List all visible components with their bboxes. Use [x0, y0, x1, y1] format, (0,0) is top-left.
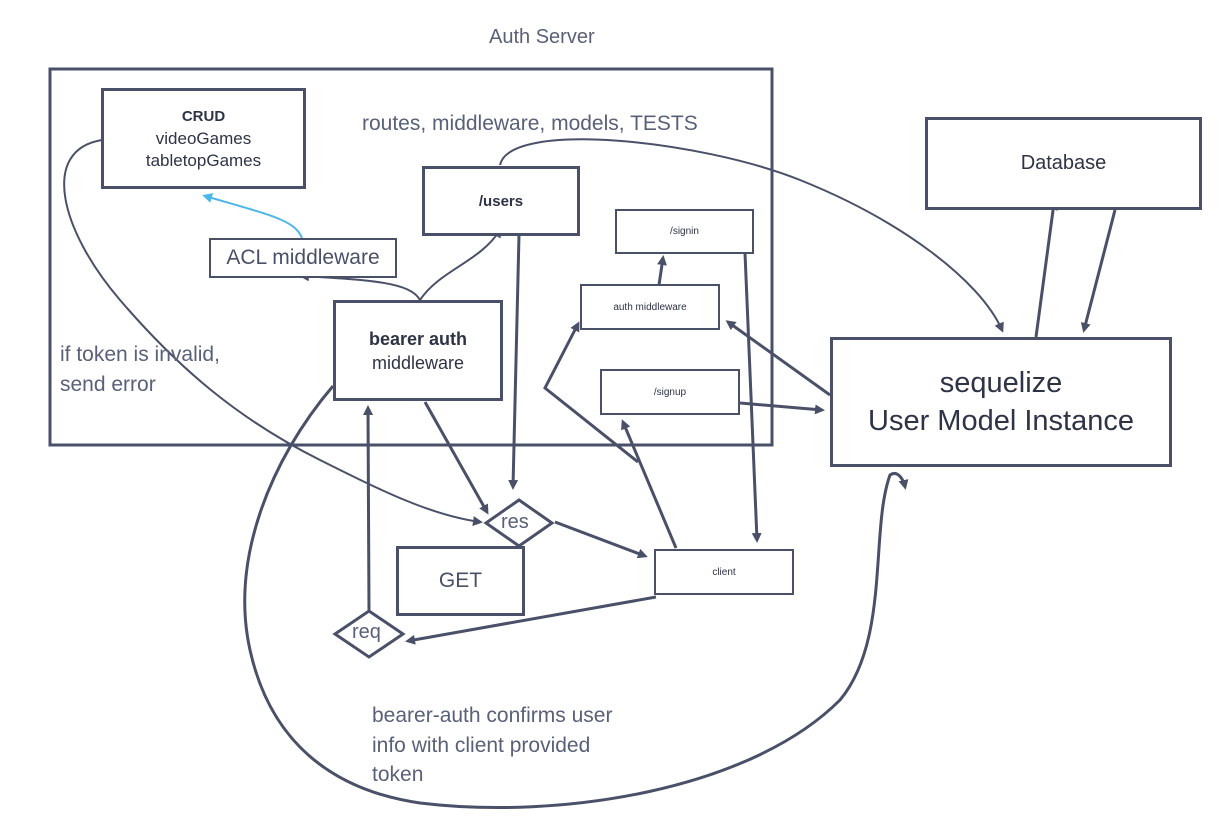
res-to-client-arrow [554, 520, 648, 559]
bearer-note-line3: token [372, 763, 424, 786]
bearer-to-users-arrow [419, 227, 502, 301]
crud-heading: CRUD [181, 107, 226, 125]
server-subtitle: routes, middleware, models, TESTS [362, 112, 698, 135]
token-invalid-note-line2: send error [60, 373, 156, 396]
sequelize-box: sequelize User Model Instance [830, 337, 1172, 467]
auth-middleware-box: auth middleware [580, 284, 720, 330]
req-diamond [332, 609, 406, 659]
database-to-sequelize-arrow [1080, 209, 1117, 333]
req-label: req [352, 621, 381, 643]
client-label: client [712, 566, 736, 578]
signin-route-box: /signin [615, 209, 754, 254]
bearer-note-line2: info with client provided [372, 734, 591, 757]
req-to-bearer-arrow [363, 405, 374, 612]
bearer-auth-heading: bearer auth [368, 328, 468, 349]
crud-to-res-arrow [63, 139, 483, 526]
crud-tabletop-games: tabletopGames [145, 150, 262, 170]
res-label: res [501, 511, 529, 533]
get-box: GET [396, 546, 525, 616]
acl-middleware-box: ACL middleware [209, 238, 397, 278]
bearer-auth-box: bearer auth middleware [333, 300, 503, 401]
bearer-to-sequelize-loop-arrow [243, 385, 909, 810]
client-to-req-arrow [405, 595, 657, 645]
sequelize-to-database-arrow [1034, 200, 1059, 338]
signin-route-label: /signin [670, 226, 699, 237]
sequelize-line2: User Model Instance [868, 405, 1134, 437]
acl-middleware-label: ACL middleware [226, 246, 380, 269]
token-invalid-note-line1: if token is invalid, [60, 343, 220, 366]
auth-server-title: Auth Server [489, 26, 595, 48]
bearer-to-acl-arrow [299, 271, 421, 301]
signup-route-label: /signup [653, 386, 687, 398]
users-route-box: /users [422, 166, 580, 236]
signin-to-client-arrow [743, 252, 762, 543]
auth-to-signin-arrow [657, 255, 667, 286]
client-to-signup-arrow [621, 419, 678, 549]
get-label: GET [438, 569, 483, 592]
crud-box: CRUD videoGames tabletopGames [101, 88, 306, 189]
bearer-auth-sub: middleware [371, 352, 465, 373]
users-to-sequelize-arrow [499, 138, 1004, 333]
sequelize-line1: sequelize [939, 367, 1063, 399]
signup-to-sequelize-arrow [739, 401, 825, 415]
database-label: Database [1020, 152, 1107, 174]
sequelize-to-auth-arrow [725, 320, 831, 397]
bearer-to-res-arrow [423, 401, 489, 515]
auth-middleware-label: auth middleware [613, 301, 687, 313]
client-box: client [654, 549, 794, 595]
users-to-res-arrow [508, 234, 521, 490]
users-route-label: /users [478, 192, 524, 210]
acl-to-crud-arrow [202, 193, 303, 239]
crud-video-games: videoGames [155, 128, 252, 148]
client-to-auth-middleware-arrow [543, 321, 639, 464]
auth-server-frame [48, 67, 774, 447]
database-box: Database [925, 117, 1202, 210]
signup-route-box: /signup [600, 369, 740, 415]
bearer-note-line1: bearer-auth confirms user [372, 704, 613, 727]
